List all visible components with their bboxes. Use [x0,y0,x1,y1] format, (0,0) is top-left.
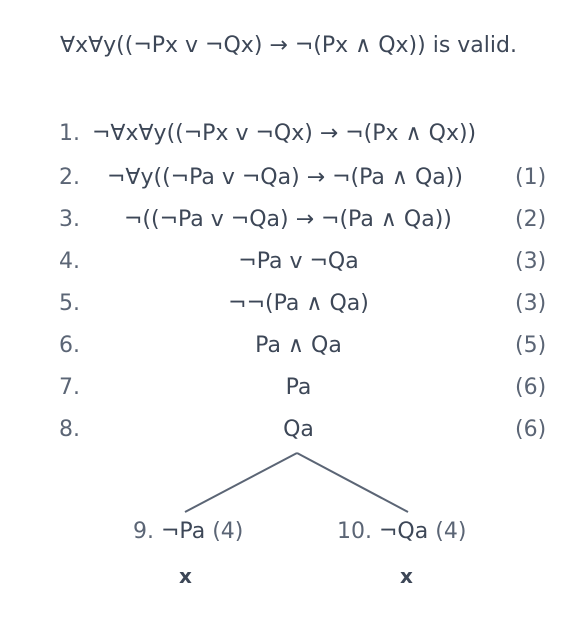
line-number: 5. [59,291,80,316]
left-branch-line [184,452,298,513]
line-formula: Pa [285,375,312,400]
line-formula: ¬∀y((¬Pa v ¬Qa) → ¬(Pa ∧ Qa)) [107,165,463,190]
line-number: 4. [59,249,80,274]
branch-right: 10. ¬Qa (4) [337,516,466,548]
line-justification: (3) [515,249,547,274]
tree-line-4: 4. ¬Pa v ¬Qa (3) [0,246,577,278]
line-number: 1. [59,121,80,146]
tree-line-8: 8. Qa (6) [0,414,577,446]
tree-line-1: 1. ¬∀x∀y((¬Px v ¬Qx) → ¬(Px ∧ Qx)) [0,118,577,150]
line-justification: (5) [515,333,547,358]
line-formula: ¬((¬Pa v ¬Qa) → ¬(Pa ∧ Qa)) [124,207,452,232]
branch-formula: ¬Qa [379,519,429,544]
line-number: 2. [59,165,80,190]
branch-justification: (4) [435,519,467,544]
branch-left-closed-mark: x [179,564,192,588]
branch-justification: (4) [212,519,244,544]
line-justification: (6) [515,417,547,442]
line-formula: ¬∀x∀y((¬Px v ¬Qx) → ¬(Px ∧ Qx)) [92,121,477,146]
line-justification: (6) [515,375,547,400]
tree-line-3: 3. ¬((¬Pa v ¬Qa) → ¬(Pa ∧ Qa)) (2) [0,204,577,236]
line-number: 3. [59,207,80,232]
tree-line-6: 6. Pa ∧ Qa (5) [0,330,577,362]
line-formula: Qa [283,417,314,442]
line-formula: Pa ∧ Qa [255,333,342,358]
tree-line-7: 7. Pa (6) [0,372,577,404]
right-branch-line [296,452,409,513]
line-number: 6. [59,333,80,358]
branch-right-closed-mark: x [400,564,413,588]
line-formula: ¬¬(Pa ∧ Qa) [228,291,369,316]
line-justification: (2) [515,207,547,232]
tree-line-5: 5. ¬¬(Pa ∧ Qa) (3) [0,288,577,320]
line-number: 8. [59,417,80,442]
line-formula: ¬Pa v ¬Qa [238,249,359,274]
tree-claim: ∀x∀y((¬Px v ¬Qx) → ¬(Px ∧ Qx)) is valid. [60,33,517,58]
line-justification: (1) [515,165,547,190]
tree-line-2: 2. ¬∀y((¬Pa v ¬Qa) → ¬(Pa ∧ Qa)) (1) [0,162,577,194]
branch-line-number: 9. [133,519,154,544]
line-number: 7. [59,375,80,400]
branch-formula: ¬Pa [161,519,206,544]
branch-line-number: 10. [337,519,372,544]
branch-left: 9. ¬Pa (4) [133,516,243,548]
line-justification: (3) [515,291,547,316]
